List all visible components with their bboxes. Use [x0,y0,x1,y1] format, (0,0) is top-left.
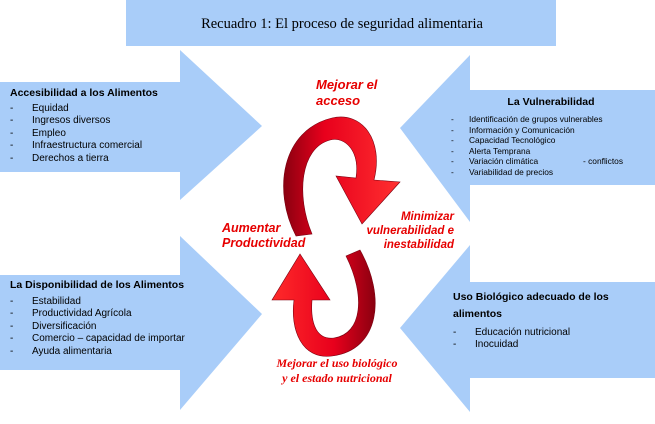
list-item: Estabilidad [10,296,185,309]
label-line: Productividad [222,236,306,250]
accesibilidad-list: Equidad Ingresos diversos Empleo Infraes… [10,103,158,165]
accesibilidad-header: Accesibilidad a los Alimentos [10,87,158,99]
label-line: Mejorar el uso biológico [276,356,398,370]
label-aumentar-productividad: Aumentar Productividad [222,221,305,251]
list-item: Identificación de grupos vulnerables [451,114,651,125]
label-line: inestabilidad [383,238,454,251]
label-minimizar-vulnerabilidad: Minimizar vulnerabilidad e inestabilidad [340,211,454,252]
list-item: Ingresos diversos [10,115,158,128]
cycle-arrow-bottom [271,249,376,357]
label-line: Aumentar [222,221,281,235]
biologico-header-line1: Uso Biológico adecuado de los [453,291,609,303]
list-item: Equidad [10,103,158,116]
label-line: Minimizar [400,211,454,223]
disponibilidad-list: Estabilidad Productividad Agrícola Diver… [10,296,185,358]
list-item: Variación climática - conflictos [451,156,651,167]
list-item: Capacidad Tecnológico [451,135,651,146]
biologico-box: Uso Biológico adecuado de los alimentos … [453,289,609,352]
list-item: Comercio – capacidad de importar [10,333,185,346]
accesibilidad-box: Accesibilidad a los Alimentos Equidad In… [10,87,158,165]
label-line: y el estado nutricional [282,371,392,385]
disponibilidad-box: La Disponibilidad de los Alimentos Estab… [10,279,185,358]
list-item: Inocuidad [453,339,609,352]
list-item: Alerta Temprana [451,146,651,157]
disponibilidad-header: La Disponibilidad de los Alimentos [10,279,185,291]
list-item-text: Variación climática [469,156,539,167]
list-item: Productividad Agrícola [10,308,185,321]
vulnerabilidad-list: Identificación de grupos vulnerables Inf… [451,114,651,178]
list-item: Infraestructura comercial [10,140,158,153]
label-line: Mejorar el [316,77,378,92]
title-banner [126,0,556,46]
vulnerabilidad-header: La Vulnerabilidad [507,96,595,108]
biologico-header-line2: alimentos [453,308,503,320]
label-line: acceso [316,93,361,108]
label-mejorar-acceso: Mejorar el acceso [316,77,377,109]
list-item: Ayuda alimentaria [10,346,185,359]
list-item: Diversificación [10,321,185,334]
list-item: Información y Comunicación [451,125,651,136]
biologico-header: Uso Biológico adecuado de los alimentos [453,289,609,323]
list-item: Derechos a tierra [10,153,158,166]
biologico-list: Educación nutricional Inocuidad [453,327,609,352]
list-item: Variabilidad de precios [451,167,651,178]
label-line: vulnerabilidad e [366,224,454,237]
diagram-title: Recuadro 1: El proceso de seguridad alim… [201,16,483,32]
vulnerabilidad-box: La Vulnerabilidad Identificación de grup… [451,96,651,178]
label-mejorar-uso-biologico: Mejorar el uso biológico y el estado nut… [262,356,412,386]
list-item-extra: - conflictos [583,156,624,167]
list-item: Educación nutricional [453,327,609,340]
list-item: Empleo [10,128,158,141]
